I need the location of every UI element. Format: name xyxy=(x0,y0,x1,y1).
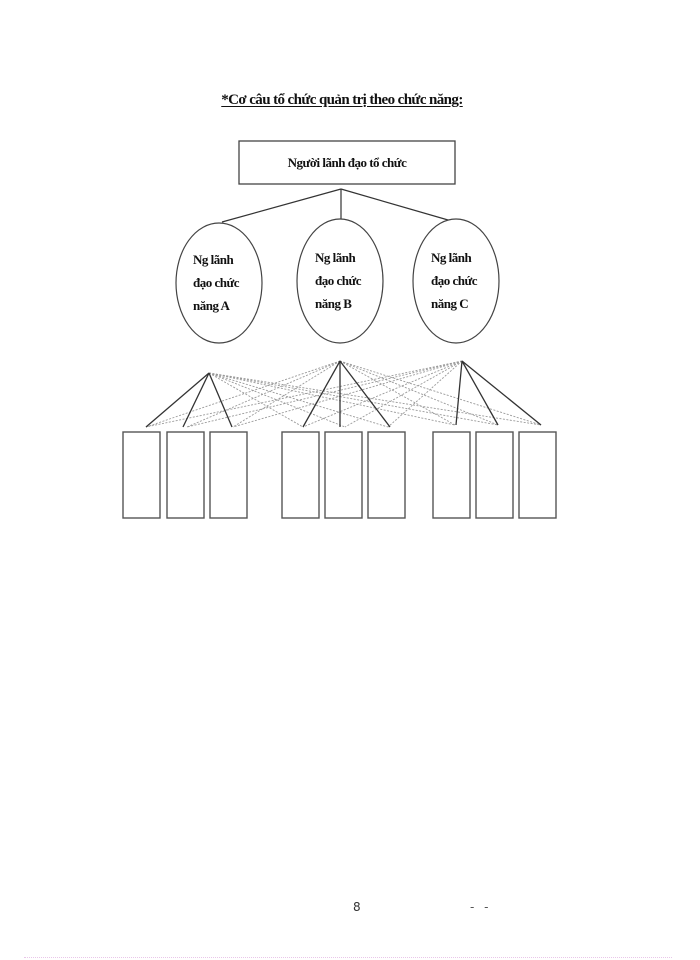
top-node: Người lãnh đạo tổ chức xyxy=(238,140,456,185)
leader-a-line3: năng A xyxy=(193,298,230,313)
function-leader-b: Ng lãnh đạo chức năng B xyxy=(296,218,384,344)
leader-a-line2: đạo chức xyxy=(193,275,240,290)
own-connectors-solid xyxy=(145,360,542,428)
document-title: *Cơ câu tổ chức quản trị theo chức năng: xyxy=(221,92,463,108)
page-edge-divider xyxy=(24,957,672,958)
unit-b3 xyxy=(367,431,406,519)
unit-b2 xyxy=(324,431,363,519)
subordinate-units xyxy=(122,431,557,519)
unit-b1 xyxy=(281,431,320,519)
leader-c-line3: năng C xyxy=(431,296,468,311)
leader-c-line1: Ng lãnh xyxy=(431,250,472,265)
cross-connectors-dashed xyxy=(145,360,542,428)
top-connectors xyxy=(221,188,456,223)
page-number: 8 xyxy=(353,900,361,914)
unit-c1 xyxy=(432,431,471,519)
unit-a1 xyxy=(122,431,161,519)
function-leader-c: Ng lãnh đạo chức năng C xyxy=(412,218,500,344)
leader-a-line1: Ng lãnh xyxy=(193,252,234,267)
unit-c2 xyxy=(475,431,514,519)
leader-b-line1: Ng lãnh xyxy=(315,250,356,265)
unit-c3 xyxy=(518,431,557,519)
leader-c-line2: đạo chức xyxy=(431,273,478,288)
unit-a2 xyxy=(166,431,205,519)
function-leader-a: Ng lãnh đạo chức năng A xyxy=(175,222,263,344)
footer-marks: - - xyxy=(470,900,492,914)
leader-b-line3: năng B xyxy=(315,296,352,311)
top-node-label: Người lãnh đạo tổ chức xyxy=(288,155,407,170)
leader-b-line2: đạo chức xyxy=(315,273,362,288)
unit-a3 xyxy=(209,431,248,519)
